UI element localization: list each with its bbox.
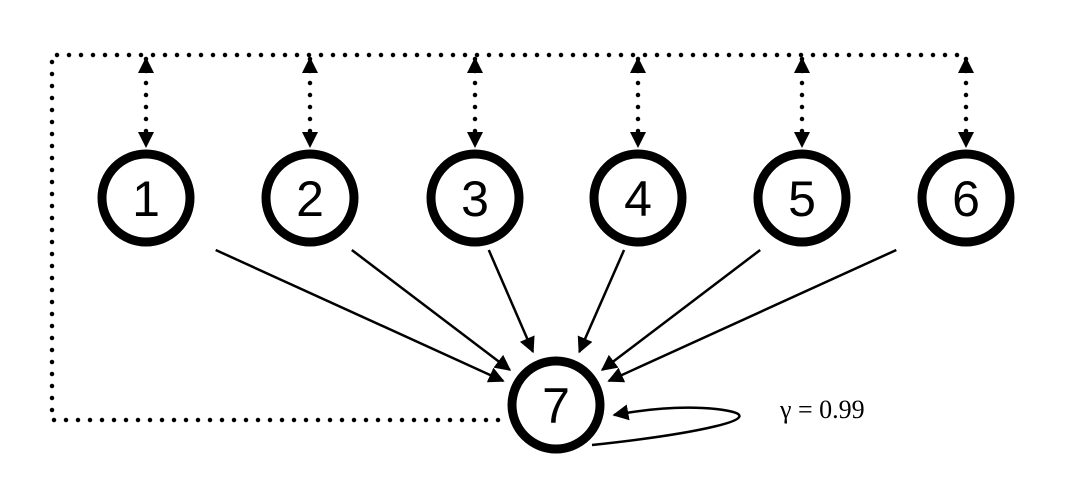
node-6: 6: [917, 149, 1015, 247]
node-label-1: 1: [132, 171, 160, 227]
node-2: 2: [261, 149, 359, 247]
node-1: 1: [97, 149, 195, 247]
node-circle-5: [753, 149, 851, 247]
dotted-arrowhead-up-5: [794, 57, 810, 73]
node-circle-2: [261, 149, 359, 247]
node-7: 7: [507, 356, 605, 454]
dotted-arrowhead-up-4: [630, 57, 646, 73]
node-label-7: 7: [542, 378, 570, 434]
edge-6-to-7: [607, 248, 897, 383]
node-circle-7: [507, 356, 605, 454]
node-5: 5: [753, 149, 851, 247]
node-3: 3: [426, 149, 524, 247]
node-circle-6: [917, 149, 1015, 247]
node-circle-3: [426, 149, 524, 247]
nodes: 1 2 3 4 5 6 7: [97, 149, 1015, 454]
dotted-arrowhead-down-5: [794, 132, 810, 148]
dotted-arrowhead-up-2: [302, 57, 318, 73]
node-label-2: 2: [296, 171, 324, 227]
node-label-5: 5: [788, 171, 816, 227]
edge-3-to-7: [487, 249, 535, 354]
dotted-arrowhead-down-2: [302, 132, 318, 148]
edge-2-to-7: [351, 249, 512, 371]
edge-1-to-7: [215, 248, 505, 383]
node-circle-4: [589, 149, 687, 247]
dotted-feedback-bus: [49, 52, 974, 423]
edges-to-node-7: [215, 248, 897, 447]
dotted-arrowhead-down-6: [958, 132, 974, 148]
dotted-arrowhead-down-3: [467, 132, 483, 148]
self-loop-label: γ = 0.99: [779, 395, 865, 424]
node-circle-1: [97, 149, 195, 247]
dotted-arrowhead-up-1: [138, 57, 154, 73]
node-4: 4: [589, 149, 687, 247]
node-label-4: 4: [624, 171, 652, 227]
dotted-arrowhead-down-4: [630, 132, 646, 148]
edge-4-to-7: [577, 249, 626, 354]
dotted-arrowhead-up-6: [958, 57, 974, 73]
node-label-6: 6: [952, 171, 980, 227]
self-loop-7: [591, 404, 741, 447]
dotted-arrowhead-down-1: [138, 132, 154, 148]
node-label-3: 3: [461, 171, 489, 227]
edge-5-to-7: [600, 249, 761, 371]
dotted-arrowhead-up-3: [467, 57, 483, 73]
